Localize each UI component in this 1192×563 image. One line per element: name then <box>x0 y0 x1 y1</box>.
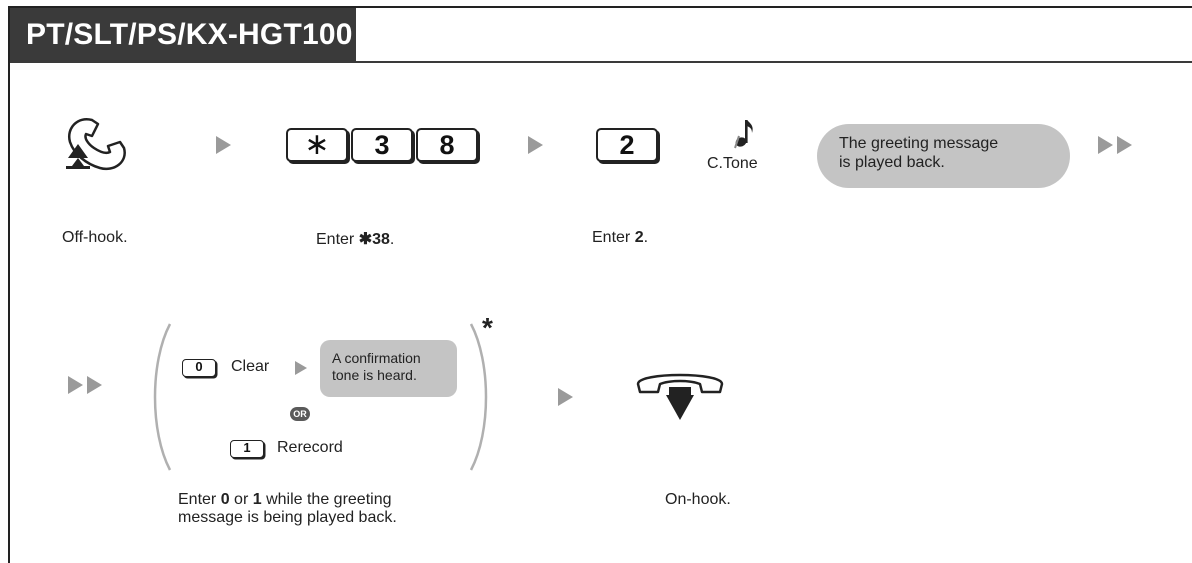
key-star[interactable]: ∗ <box>286 128 348 162</box>
caption-bold-code: ✱38 <box>358 231 390 248</box>
page-title: PT/SLT/PS/KX-HGT100 <box>10 8 356 62</box>
key-2[interactable]: 2 <box>596 128 658 162</box>
left-parenthesis <box>153 323 172 471</box>
arrow-1 <box>216 136 231 154</box>
confirmation-bubble: A confirmation tone is heard. <box>320 340 457 397</box>
on-hook-handset-icon <box>636 373 724 420</box>
off-hook-caption: Off-hook. <box>62 229 128 246</box>
greeting-line-2: is played back. <box>839 154 945 171</box>
double-arrow-part-2 <box>1117 136 1132 154</box>
tone-label: C.Tone <box>707 155 758 172</box>
key-0[interactable]: 0 <box>182 359 216 377</box>
options-caption-line-2: message is being played back. <box>178 509 397 526</box>
caption-bold-1: 1 <box>252 491 262 508</box>
enter-star-38-caption: Enter ✱38. <box>316 229 394 249</box>
enter-2-caption: Enter 2. <box>592 229 648 247</box>
caption-text: or <box>229 491 253 508</box>
caption-suffix: . <box>389 231 395 248</box>
options-caption: Enter 0 or 1 while the greeting message … <box>178 491 397 527</box>
right-parenthesis <box>469 323 488 471</box>
key-8[interactable]: 8 <box>416 128 478 162</box>
frame-top-border <box>8 6 1192 8</box>
caption-text: while the greeting <box>261 491 392 508</box>
key-3[interactable]: 3 <box>351 128 413 162</box>
double-arrow-part-1 <box>68 376 83 394</box>
on-hook-caption: On-hook. <box>665 491 731 508</box>
double-arrow-part-1 <box>1098 136 1113 154</box>
confirmation-line-2: tone is heard. <box>332 367 417 383</box>
off-hook-handset-icon <box>66 117 126 171</box>
music-note-icon <box>734 120 753 149</box>
rerecord-label: Rerecord <box>277 439 343 456</box>
confirmation-line-1: A confirmation <box>332 350 421 366</box>
arrow-3 <box>558 388 573 406</box>
key-1[interactable]: 1 <box>230 440 264 458</box>
header-divider <box>10 61 1192 63</box>
options-caption-line-1: Enter 0 or 1 while the greeting <box>178 491 397 509</box>
greeting-bubble: The greeting message is played back. <box>817 124 1070 188</box>
caption-suffix: . <box>643 229 649 246</box>
frame-left-border <box>8 6 10 563</box>
arrow-2 <box>528 136 543 154</box>
caption-bold-code: 2 <box>634 229 644 246</box>
clear-label: Clear <box>231 358 270 375</box>
arrow-clear <box>295 361 307 375</box>
caption-bold-0: 0 <box>220 491 230 508</box>
caption-prefix: Enter <box>316 231 359 248</box>
or-badge: OR <box>290 407 310 421</box>
double-arrow-part-2 <box>87 376 102 394</box>
caption-prefix: Enter <box>592 229 635 246</box>
asterisk-note: * <box>482 312 493 343</box>
greeting-line-1: The greeting message <box>839 135 999 152</box>
caption-text: Enter <box>178 491 221 508</box>
